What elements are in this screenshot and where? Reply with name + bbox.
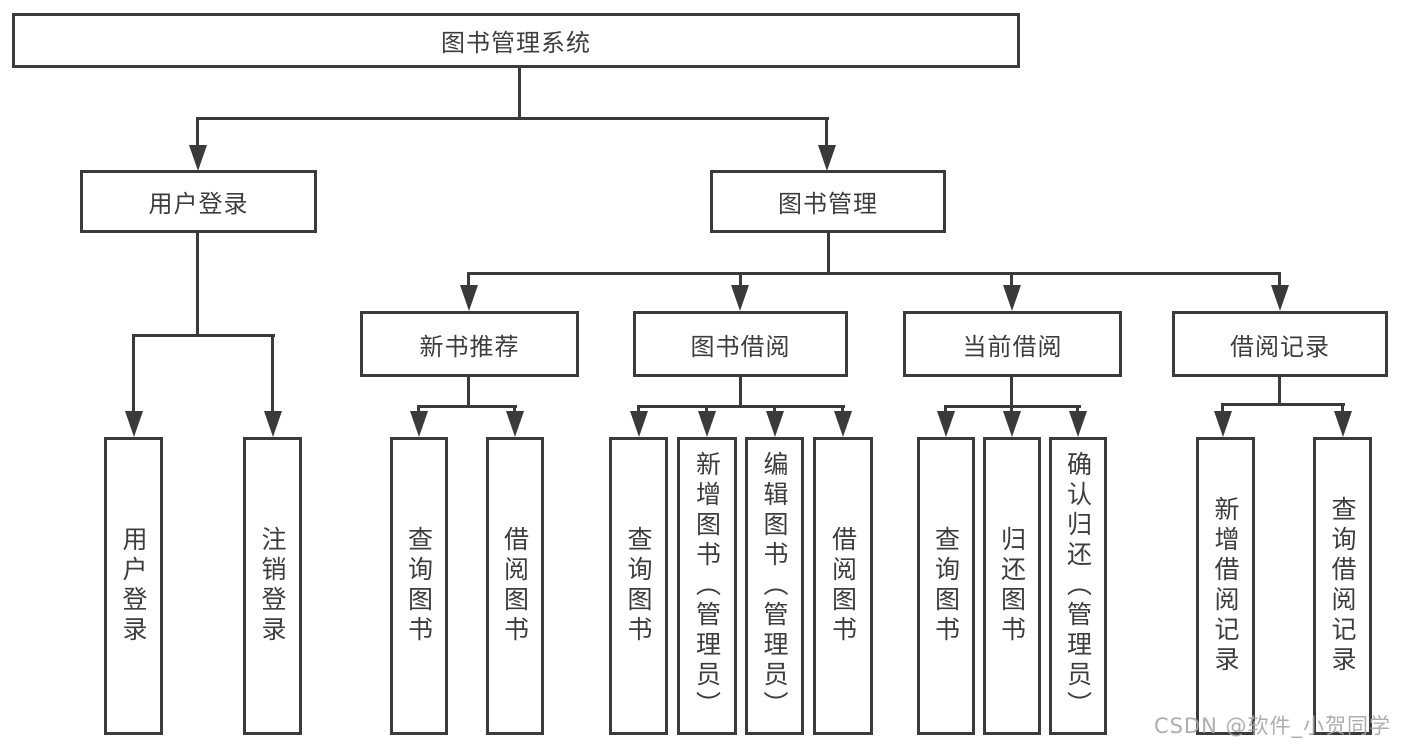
node-label: 图书借阅 — [690, 332, 791, 361]
node-query-books-under-current: 查询图书 — [917, 437, 975, 735]
connector-recommendation-horizontal — [417, 405, 517, 408]
node-label: 用户登录 — [148, 190, 249, 218]
arrow-to-return-books-icon — [1003, 411, 1021, 437]
node-label: 新书推荐 — [419, 332, 520, 361]
node-query-borrowing-record: 查询借阅记录 — [1313, 437, 1372, 735]
node-label: 新增图书（管理员） — [692, 451, 722, 721]
node-query-books-under-borrowing: 查询图书 — [609, 437, 668, 735]
node-label: 图书管理 — [778, 190, 878, 218]
connector-stem — [773, 405, 776, 413]
connector-records-horizontal — [1221, 403, 1345, 406]
node-user-login-action: 用户登录 — [104, 437, 163, 735]
arrow-to-current-borrowing-icon — [1003, 285, 1021, 311]
connector-stem — [1341, 403, 1344, 413]
arrow-to-add-record-icon — [1214, 411, 1232, 437]
node-label: 查询图书 — [404, 526, 434, 646]
arrow-to-edit-books-icon — [766, 411, 784, 437]
node-label: 借阅图书 — [828, 526, 858, 646]
node-return-books: 归还图书 — [983, 437, 1041, 735]
connector-stem-user-login-action — [132, 334, 135, 411]
node-current-borrowing: 当前借阅 — [903, 311, 1122, 377]
node-confirm-return-admin: 确认归还（管理员） — [1049, 437, 1107, 735]
connector-stem — [637, 405, 640, 413]
connector-stem — [705, 405, 708, 413]
connector-stem-new-book-recommendation — [467, 272, 470, 287]
node-logout-action: 注销登录 — [243, 437, 302, 735]
node-label: 归还图书 — [997, 526, 1027, 646]
arrow-to-query-books-icon — [410, 411, 428, 437]
node-label: 用户登录 — [119, 526, 148, 646]
node-label: 确认归还（管理员） — [1063, 451, 1093, 721]
connector-stem-borrowing-records — [1278, 272, 1281, 287]
node-borrow-books-under-recommendation: 借阅图书 — [486, 437, 544, 735]
connector-records-vertical — [1278, 377, 1281, 405]
connector-trunk-vertical — [518, 68, 521, 119]
node-book-borrowing: 图书借阅 — [633, 311, 848, 377]
node-label: 查询图书 — [624, 526, 653, 646]
connector-stem-book-management — [825, 117, 828, 149]
node-label: 注销登录 — [258, 526, 287, 646]
csdn-watermark: CSDN @软件_小贺同学 — [1153, 714, 1391, 738]
node-label: 图书管理系统 — [441, 29, 591, 57]
node-borrow-books-under-borrowing: 借阅图书 — [813, 437, 873, 735]
node-label: 新增借阅记录 — [1211, 496, 1240, 676]
connector-recommendation-vertical — [467, 377, 470, 407]
connector-stem — [944, 405, 947, 413]
connector-book-management-horizontal — [467, 272, 1281, 275]
arrow-to-logout-action-icon — [264, 411, 282, 437]
node-user-login: 用户登录 — [80, 170, 317, 233]
connector-borrowing-vertical — [739, 377, 742, 407]
node-library-management-system: 图书管理系统 — [12, 13, 1020, 68]
node-book-management: 图书管理 — [710, 170, 946, 233]
connector-stem — [1010, 405, 1013, 413]
arrow-to-add-books-icon — [698, 411, 716, 437]
connector-stem — [1221, 403, 1224, 413]
arrow-to-borrowing-records-icon — [1271, 285, 1289, 311]
connector-stem — [1076, 405, 1079, 413]
node-label: 借阅图书 — [500, 526, 530, 646]
arrow-to-book-management-icon — [818, 145, 836, 171]
connector-trunk-horizontal — [196, 117, 829, 120]
connector-user-login-vertical — [196, 233, 199, 336]
node-query-books-under-recommendation: 查询图书 — [390, 437, 448, 735]
node-add-books-admin: 新增图书（管理员） — [677, 437, 737, 735]
arrow-to-query-books-icon — [630, 411, 648, 437]
connector-borrowing-horizontal — [637, 405, 845, 408]
connector-stem — [513, 405, 516, 413]
connector-book-management-vertical — [827, 233, 830, 274]
arrow-to-book-borrowing-icon — [731, 285, 749, 311]
arrow-to-query-record-icon — [1334, 411, 1352, 437]
connector-stem-current-borrowing — [1010, 272, 1013, 287]
node-new-book-recommendation: 新书推荐 — [360, 311, 579, 377]
node-label: 查询图书 — [931, 526, 961, 646]
arrow-to-query-books-icon — [937, 411, 955, 437]
arrow-to-user-login-icon — [189, 145, 207, 171]
connector-stem-user-login — [196, 117, 199, 149]
node-label: 借阅记录 — [1230, 332, 1330, 361]
arrow-to-borrow-books-icon — [506, 411, 524, 437]
node-label: 查询借阅记录 — [1328, 496, 1357, 676]
connector-current-vertical — [1010, 377, 1013, 407]
arrow-to-new-book-recommendation-icon — [460, 285, 478, 311]
node-label: 当前借阅 — [962, 332, 1063, 361]
connector-user-login-horizontal — [132, 334, 275, 337]
arrow-to-confirm-return-icon — [1069, 411, 1087, 437]
node-borrowing-records: 借阅记录 — [1172, 311, 1388, 377]
connector-stem-logout-action — [271, 334, 274, 411]
arrow-to-borrow-books-icon — [834, 411, 852, 437]
node-edit-books-admin: 编辑图书（管理员） — [745, 437, 804, 735]
connector-stem — [841, 405, 844, 413]
node-label: 编辑图书（管理员） — [760, 451, 789, 721]
arrow-to-user-login-action-icon — [125, 411, 143, 437]
connector-stem-book-borrowing — [739, 272, 742, 287]
connector-stem — [417, 405, 420, 413]
node-add-borrowing-record: 新增借阅记录 — [1196, 437, 1255, 735]
